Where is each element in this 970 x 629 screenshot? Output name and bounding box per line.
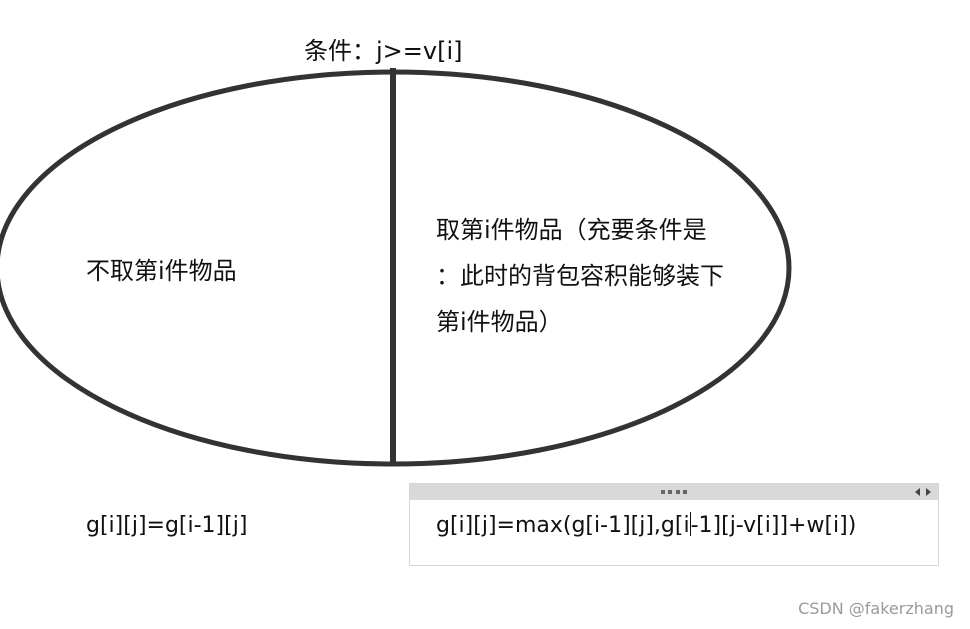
right-formula[interactable]: g[i][j]=max(g[i-1][j],g[i-1][j-v[i]]+w[i… bbox=[436, 510, 856, 542]
watermark: CSDN @fakerzhang bbox=[798, 599, 954, 618]
left-formula: g[i][j]=g[i-1][j] bbox=[86, 513, 248, 538]
right-label-line-2: ：此时的背包容积能够装下 bbox=[436, 262, 724, 290]
left-region-label: 不取第i件物品 bbox=[86, 257, 237, 285]
left-right-arrows-icon[interactable] bbox=[914, 487, 932, 497]
editor-toolbar[interactable] bbox=[410, 484, 938, 500]
right-label-line-3: 第i件物品） bbox=[436, 308, 563, 336]
condition-text: 条件：j>=v[i] bbox=[304, 37, 463, 65]
text-caret bbox=[689, 512, 691, 536]
drag-handle-icon[interactable] bbox=[661, 490, 687, 494]
right-region-label: 取第i件物品（充要条件是 ：此时的背包容积能够装下 第i件物品） bbox=[436, 207, 776, 345]
formula-editor-box[interactable]: g[i][j]=max(g[i-1][j],g[i-1][j-v[i]]+w[i… bbox=[409, 483, 939, 566]
right-formula-part-1: g[i][j]=max(g[i-1][j],g[i bbox=[436, 513, 690, 538]
right-formula-part-2: -1][j-v[i]]+w[i]) bbox=[690, 513, 857, 538]
right-label-line-1: 取第i件物品（充要条件是 bbox=[436, 216, 707, 244]
